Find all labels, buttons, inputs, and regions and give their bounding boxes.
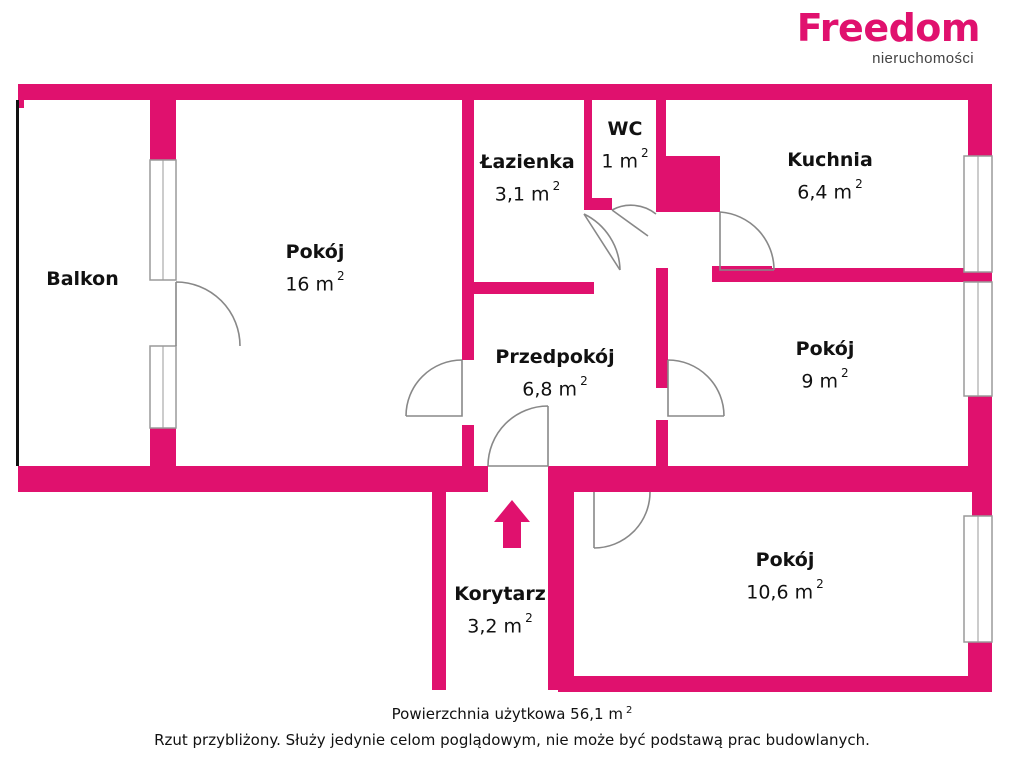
room-name: Łazienka bbox=[480, 151, 575, 173]
wall-segment bbox=[558, 676, 992, 692]
room-name: Pokój bbox=[755, 549, 815, 571]
wall-segment bbox=[968, 396, 992, 476]
windows bbox=[149, 155, 993, 643]
brand-name: Freedom bbox=[796, 6, 981, 50]
wall-segment bbox=[462, 425, 474, 470]
wall-segment bbox=[18, 466, 466, 492]
wall-segment bbox=[548, 490, 574, 690]
wall-segment bbox=[150, 100, 176, 160]
wall-segment bbox=[150, 428, 176, 468]
wall-segment bbox=[712, 268, 974, 282]
wall-segment bbox=[968, 642, 992, 676]
wall-segment bbox=[472, 282, 594, 294]
door-swing bbox=[611, 204, 657, 237]
wall-segment bbox=[18, 84, 990, 100]
door-swing bbox=[667, 359, 725, 417]
wall-segment bbox=[656, 268, 668, 388]
door-swing bbox=[583, 213, 621, 271]
brand-logo: Freedom nieruchomości bbox=[770, 6, 981, 68]
wall-segment bbox=[592, 198, 612, 210]
wall-segment bbox=[968, 100, 974, 156]
wall-segment bbox=[432, 490, 446, 690]
balcony-railing bbox=[16, 100, 19, 466]
entrance-arrow-icon bbox=[494, 500, 530, 548]
room-name: Pokój bbox=[795, 338, 855, 360]
room-name: Balkon bbox=[46, 268, 119, 290]
door-swing bbox=[175, 281, 241, 347]
door-swing bbox=[719, 211, 775, 271]
disclaimer: Rzut przybliżony. Służy jedynie celom po… bbox=[154, 731, 870, 749]
door-swing bbox=[487, 405, 549, 467]
wall-segment bbox=[712, 266, 772, 270]
room-name: Kuchnia bbox=[787, 149, 873, 171]
wall-segment bbox=[462, 100, 474, 360]
doors bbox=[175, 204, 775, 549]
door-swing bbox=[593, 491, 651, 549]
wall-segment bbox=[584, 100, 592, 210]
brand-subtitle: nieruchomości bbox=[872, 50, 974, 67]
room-name: Korytarz bbox=[454, 583, 546, 605]
wall-segment bbox=[18, 84, 24, 108]
wall-segment bbox=[656, 156, 720, 212]
wall-segment bbox=[448, 466, 488, 492]
wall-segment bbox=[548, 466, 992, 492]
door-swing bbox=[405, 359, 463, 417]
wall-segment bbox=[656, 420, 668, 470]
room-name: WC bbox=[607, 118, 643, 140]
room-name: Pokój bbox=[285, 241, 345, 263]
room-name: Przedpokój bbox=[495, 346, 615, 368]
wall-segment bbox=[656, 100, 666, 210]
room-balkon: Balkon bbox=[20, 265, 145, 293]
